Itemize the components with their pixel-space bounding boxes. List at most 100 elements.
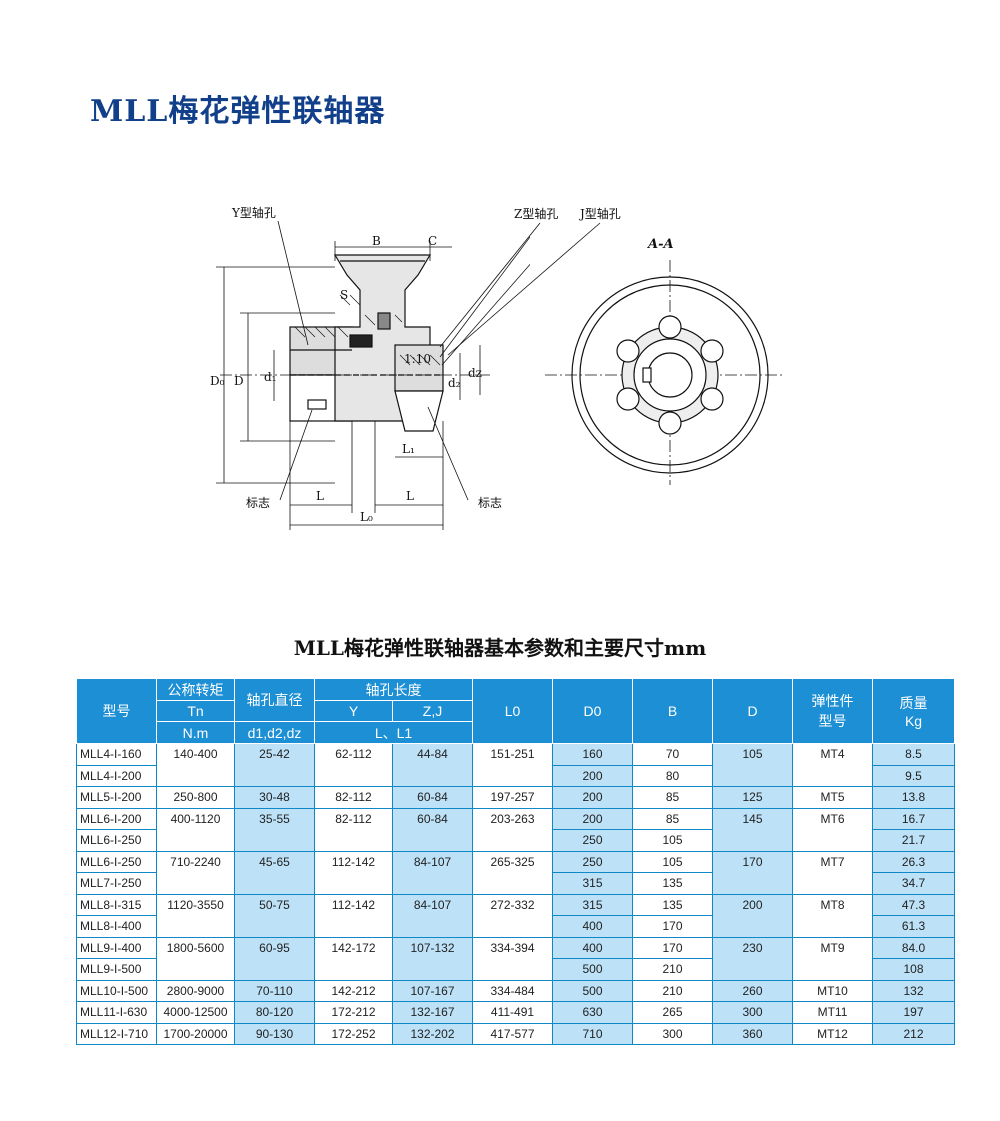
header-d: D bbox=[712, 678, 793, 744]
label-l-right: L bbox=[406, 489, 414, 503]
table-row: MLL12-I-710 1700-20000 90-130 172-252 13… bbox=[76, 1022, 955, 1045]
header-bore-sym: d1,d2,dz bbox=[234, 721, 315, 744]
cell-elastic: MT9 bbox=[792, 936, 873, 981]
cell-b: 135 bbox=[632, 893, 713, 916]
label-d0: D₀ bbox=[210, 374, 225, 388]
header-elastic: 弹性件 型号 bbox=[792, 678, 873, 744]
table-row: MLL7-I-250 315 135 34.7 bbox=[76, 872, 955, 895]
table-title: MLL梅花弹性联轴器基本参数和主要尺寸mm bbox=[293, 636, 707, 660]
cell-torque: 710-2240 bbox=[156, 850, 235, 895]
cell-elastic: MT5 bbox=[792, 786, 873, 809]
cell-hole-y: 142-172 bbox=[314, 936, 393, 981]
label-mark-left: 标志 bbox=[246, 496, 270, 510]
cell-mass: 21.7 bbox=[872, 829, 955, 852]
cell-d0: 315 bbox=[552, 872, 633, 895]
table-row: MLL6-I-200 400-1120 35-55 82-112 60-84 2… bbox=[76, 807, 955, 852]
cell-model: MLL9-I-400 bbox=[76, 936, 157, 959]
cell-b: 85 bbox=[632, 786, 713, 809]
label-dz: dz bbox=[468, 366, 482, 380]
cell-model: MLL6-I-250 bbox=[76, 850, 157, 873]
label-z-hole: Z型轴孔 bbox=[514, 207, 559, 221]
cell-model: MLL8-I-315 bbox=[76, 893, 157, 916]
table-row: MLL9-I-400 1800-5600 60-95 142-172 107-1… bbox=[76, 936, 955, 981]
cell-l0: 411-491 bbox=[472, 1001, 553, 1024]
cell-bore: 80-120 bbox=[234, 1001, 315, 1024]
cell-d0: 400 bbox=[552, 936, 633, 959]
cell-d0: 500 bbox=[552, 979, 633, 1002]
cell-hole-zj: 84-107 bbox=[392, 893, 473, 938]
cell-d: 230 bbox=[712, 936, 793, 981]
cell-bore: 70-110 bbox=[234, 979, 315, 1002]
spec-table: 型号 公称转矩 轴孔直径 轴孔长度 L0 D0 B D 弹性件 型号 质量 Kg… bbox=[76, 678, 955, 1045]
cell-l0: 417-577 bbox=[472, 1022, 553, 1045]
cell-hole-zj: 132-167 bbox=[392, 1001, 473, 1024]
cell-b: 85 bbox=[632, 807, 713, 830]
cell-bore: 45-65 bbox=[234, 850, 315, 895]
cell-d: 300 bbox=[712, 1001, 793, 1024]
label-b: B bbox=[372, 234, 381, 248]
cell-elastic: MT8 bbox=[792, 893, 873, 938]
cell-model: MLL4-I-160 bbox=[76, 743, 157, 766]
cell-b: 170 bbox=[632, 936, 713, 959]
cell-b: 135 bbox=[632, 872, 713, 895]
cell-torque: 2800-9000 bbox=[156, 979, 235, 1002]
cell-mass: 9.5 bbox=[872, 764, 955, 787]
label-l0: L₀ bbox=[360, 510, 373, 524]
cell-d0: 315 bbox=[552, 893, 633, 916]
cell-hole-y: 112-142 bbox=[314, 893, 393, 938]
cell-d: 145 bbox=[712, 807, 793, 852]
cell-elastic: MT4 bbox=[792, 743, 873, 787]
cell-hole-y: 62-112 bbox=[314, 743, 393, 787]
cell-mass: 61.3 bbox=[872, 915, 955, 938]
cell-model: MLL7-I-250 bbox=[76, 872, 157, 895]
cell-mass: 34.7 bbox=[872, 872, 955, 895]
cell-b: 170 bbox=[632, 915, 713, 938]
cell-model: MLL12-I-710 bbox=[76, 1022, 157, 1045]
label-j-hole: J型轴孔 bbox=[580, 207, 621, 221]
label-l-left: L bbox=[316, 489, 324, 503]
header-l0: L0 bbox=[472, 678, 553, 744]
cell-torque: 1700-20000 bbox=[156, 1022, 235, 1045]
table-row: MLL4-I-160 140-400 25-42 62-112 44-84 15… bbox=[76, 743, 955, 787]
cell-l0: 334-484 bbox=[472, 979, 553, 1002]
header-hole-y: Y bbox=[314, 700, 393, 722]
cell-b: 70 bbox=[632, 743, 713, 766]
cell-d0: 200 bbox=[552, 786, 633, 809]
label-taper: 1:10 bbox=[404, 352, 431, 366]
cell-d: 200 bbox=[712, 893, 793, 938]
coupling-section-drawing: Y型轴孔 标志 标志 B C S D₀ D d₁ d₂ dz 1:10 L₁ L… bbox=[210, 205, 530, 530]
label-c: C bbox=[428, 234, 437, 248]
label-d1: d₁ bbox=[264, 370, 277, 384]
header-hole-length-sym: L、L1 bbox=[314, 721, 473, 744]
cell-hole-zj: 132-202 bbox=[392, 1022, 473, 1045]
cell-torque: 1800-5600 bbox=[156, 936, 235, 981]
header-torque-sym: Tn bbox=[156, 700, 235, 722]
spec-table-body: MLL4-I-160 140-400 25-42 62-112 44-84 15… bbox=[76, 743, 955, 1045]
table-row: MLL9-I-500 500 210 108 bbox=[76, 958, 955, 981]
cell-mass: 212 bbox=[872, 1022, 955, 1045]
cell-torque: 1120-3550 bbox=[156, 893, 235, 938]
cell-elastic: MT6 bbox=[792, 807, 873, 852]
cell-hole-y: 82-112 bbox=[314, 807, 393, 852]
cell-d: 105 bbox=[712, 743, 793, 787]
cell-l0: 197-257 bbox=[472, 786, 553, 809]
cell-d: 170 bbox=[712, 850, 793, 895]
cell-l0: 272-332 bbox=[472, 893, 553, 938]
cell-b: 210 bbox=[632, 958, 713, 981]
cell-torque: 400-1120 bbox=[156, 807, 235, 852]
cell-torque: 4000-12500 bbox=[156, 1001, 235, 1024]
cell-model: MLL6-I-250 bbox=[76, 829, 157, 852]
table-row: MLL5-I-200 250-800 30-48 82-112 60-84 19… bbox=[76, 786, 955, 809]
table-row: MLL10-I-500 2800-9000 70-110 142-212 107… bbox=[76, 979, 955, 1002]
cell-hole-zj: 107-132 bbox=[392, 936, 473, 981]
cell-mass: 8.5 bbox=[872, 743, 955, 766]
label-a-a: A-A bbox=[646, 237, 674, 252]
cell-mass: 108 bbox=[872, 958, 955, 981]
page-title: MLL梅花弹性联轴器 bbox=[90, 94, 386, 129]
cell-l0: 334-394 bbox=[472, 936, 553, 981]
table-row: MLL6-I-250 710-2240 45-65 112-142 84-107… bbox=[76, 850, 955, 895]
label-d2: d₂ bbox=[448, 376, 461, 390]
cell-hole-zj: 44-84 bbox=[392, 743, 473, 787]
cell-d: 125 bbox=[712, 786, 793, 809]
cell-d0: 200 bbox=[552, 807, 633, 830]
